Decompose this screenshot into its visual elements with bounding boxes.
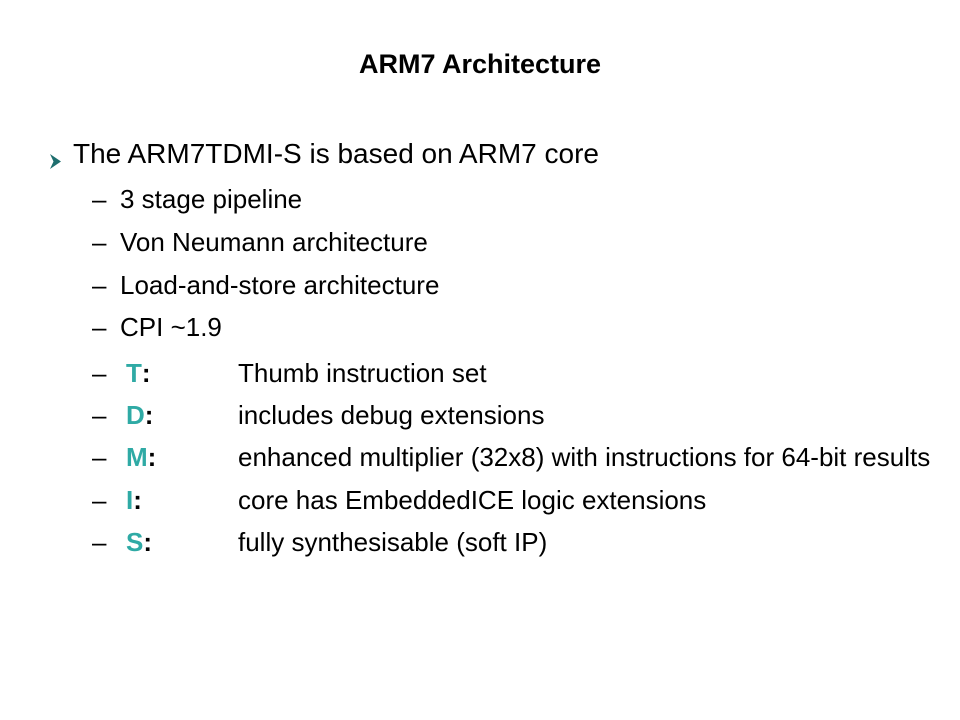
- dash-marker: –: [92, 270, 107, 300]
- sub-item-text: Von Neumann architecture: [120, 227, 428, 257]
- sub-item-letter-D: – D: includes debug extensions: [0, 399, 960, 431]
- dash-marker: –: [92, 312, 107, 342]
- sub-item-letter-T: – T: Thumb instruction set: [0, 357, 960, 389]
- main-bullet-text: The ARM7TDMI-S is based on ARM7 core: [73, 138, 599, 169]
- slide-title: ARM7 Architecture: [358, 49, 602, 79]
- sub-item-text: Load-and-store architecture: [120, 270, 440, 300]
- letter-D-glyph: D: [126, 400, 145, 430]
- dash-marker: –: [92, 527, 107, 557]
- dash-marker: –: [92, 358, 107, 388]
- dash-marker: –: [92, 442, 107, 472]
- letter-S-glyph: S: [126, 527, 144, 557]
- dash-marker: –: [92, 227, 107, 257]
- letter-D-description: includes debug extensions: [238, 400, 545, 430]
- arrow-bullet-icon: [49, 145, 63, 169]
- letter-I-glyph: I: [126, 485, 134, 515]
- dash-marker: –: [92, 400, 107, 430]
- sub-item-text: CPI ~1.9: [120, 312, 222, 342]
- sub-item-cpi: – CPI ~1.9: [0, 311, 960, 343]
- letter-T-glyph: T: [126, 358, 142, 388]
- sub-item-3-stage-pipeline: – 3 stage pipeline: [0, 183, 960, 215]
- letter-T-description: Thumb instruction set: [238, 358, 487, 388]
- sub-item-load-and-store: – Load-and-store architecture: [0, 269, 960, 301]
- sub-item-letter-M: – M: enhanced multiplier (32x8) with ins…: [0, 441, 960, 473]
- letter-D: D:: [126, 399, 153, 431]
- sub-item-letter-I: – I: core has EmbeddedICE logic extensio…: [0, 484, 960, 516]
- letter-M-description: enhanced multiplier (32x8) with instruct…: [238, 442, 931, 472]
- letter-S: S:: [126, 526, 152, 558]
- letter-T: T:: [126, 357, 151, 389]
- letter-colon: :: [133, 485, 142, 515]
- dash-marker: –: [92, 184, 107, 214]
- letter-S-description: fully synthesisable (soft IP): [238, 527, 548, 557]
- letter-I-description: core has EmbeddedICE logic extensions: [238, 485, 707, 515]
- sub-item-text: 3 stage pipeline: [120, 184, 303, 214]
- letter-colon: :: [143, 527, 153, 557]
- letter-colon: :: [147, 442, 157, 472]
- letter-I: I:: [126, 484, 142, 516]
- main-bullet-line: The ARM7TDMI-S is based on ARM7 core: [0, 137, 960, 171]
- letter-M: M:: [126, 441, 156, 473]
- sub-item-letter-S: – S: fully synthesisable (soft IP): [0, 526, 960, 558]
- sub-item-von-neumann: – Von Neumann architecture: [0, 226, 960, 258]
- letter-M-glyph: M: [126, 442, 148, 472]
- dash-marker: –: [92, 485, 107, 515]
- letter-colon: :: [144, 400, 154, 430]
- letter-colon: :: [141, 358, 151, 388]
